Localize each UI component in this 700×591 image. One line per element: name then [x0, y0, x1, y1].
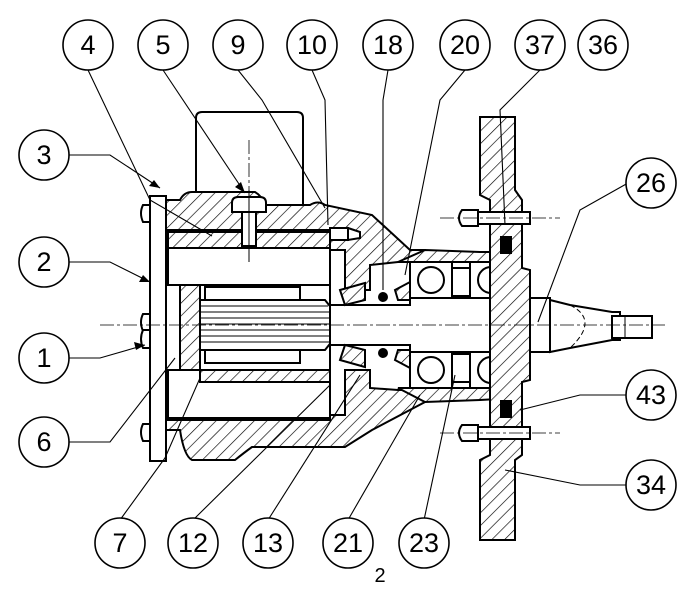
pump-housing-lower	[165, 369, 426, 461]
wear-plate	[165, 284, 181, 371]
svg-text:6: 6	[36, 427, 51, 457]
pump-housing-upper	[165, 191, 426, 291]
callout-36: 36	[577, 19, 629, 71]
callout-26: 26	[625, 157, 677, 209]
svg-text:7: 7	[112, 528, 127, 558]
callout-9: 9	[212, 19, 264, 71]
page-number: 2	[374, 565, 385, 587]
cover-screws	[140, 204, 151, 442]
svg-text:21: 21	[333, 528, 363, 558]
callout-20: 20	[439, 19, 491, 71]
seals	[338, 280, 411, 370]
svg-text:1: 1	[36, 343, 51, 373]
callout-3: 3	[18, 129, 70, 181]
cam-lower	[199, 369, 331, 383]
svg-text:20: 20	[450, 30, 480, 60]
svg-text:34: 34	[636, 470, 666, 500]
svg-text:36: 36	[588, 30, 618, 60]
callout-6: 6	[18, 416, 70, 468]
callout-34: 34	[625, 459, 677, 511]
callout-21: 21	[322, 517, 374, 569]
centerlines	[100, 140, 665, 434]
callout-10: 10	[286, 19, 338, 71]
svg-text:10: 10	[297, 30, 327, 60]
callout-4: 4	[62, 19, 114, 71]
callout-18: 18	[362, 19, 414, 71]
callout-1: 1	[18, 332, 70, 384]
svg-text:2: 2	[36, 247, 51, 277]
svg-text:23: 23	[409, 528, 439, 558]
impeller	[179, 284, 347, 371]
callout-5: 5	[137, 19, 189, 71]
svg-text:18: 18	[373, 30, 403, 60]
svg-text:26: 26	[636, 168, 666, 198]
svg-text:37: 37	[525, 30, 555, 60]
vent-plug	[329, 226, 361, 242]
svg-text:43: 43	[636, 380, 666, 410]
callout-13: 13	[242, 517, 294, 569]
cam-screw	[231, 190, 267, 262]
callout-12: 12	[167, 517, 219, 569]
callout-2: 2	[18, 236, 70, 288]
svg-text:5: 5	[155, 30, 170, 60]
svg-text:13: 13	[253, 528, 283, 558]
leader-lines	[62, 69, 629, 521]
top-bracket	[195, 111, 304, 215]
svg-text:4: 4	[80, 30, 95, 60]
pump-assembly	[100, 111, 665, 541]
callout-7: 7	[94, 517, 146, 569]
callout-37: 37	[514, 19, 566, 71]
callout-23: 23	[398, 517, 450, 569]
callout-43: 43	[625, 369, 677, 421]
cover-plate	[149, 195, 167, 462]
svg-text:12: 12	[178, 528, 208, 558]
svg-text:3: 3	[36, 140, 51, 170]
svg-text:9: 9	[230, 30, 245, 60]
